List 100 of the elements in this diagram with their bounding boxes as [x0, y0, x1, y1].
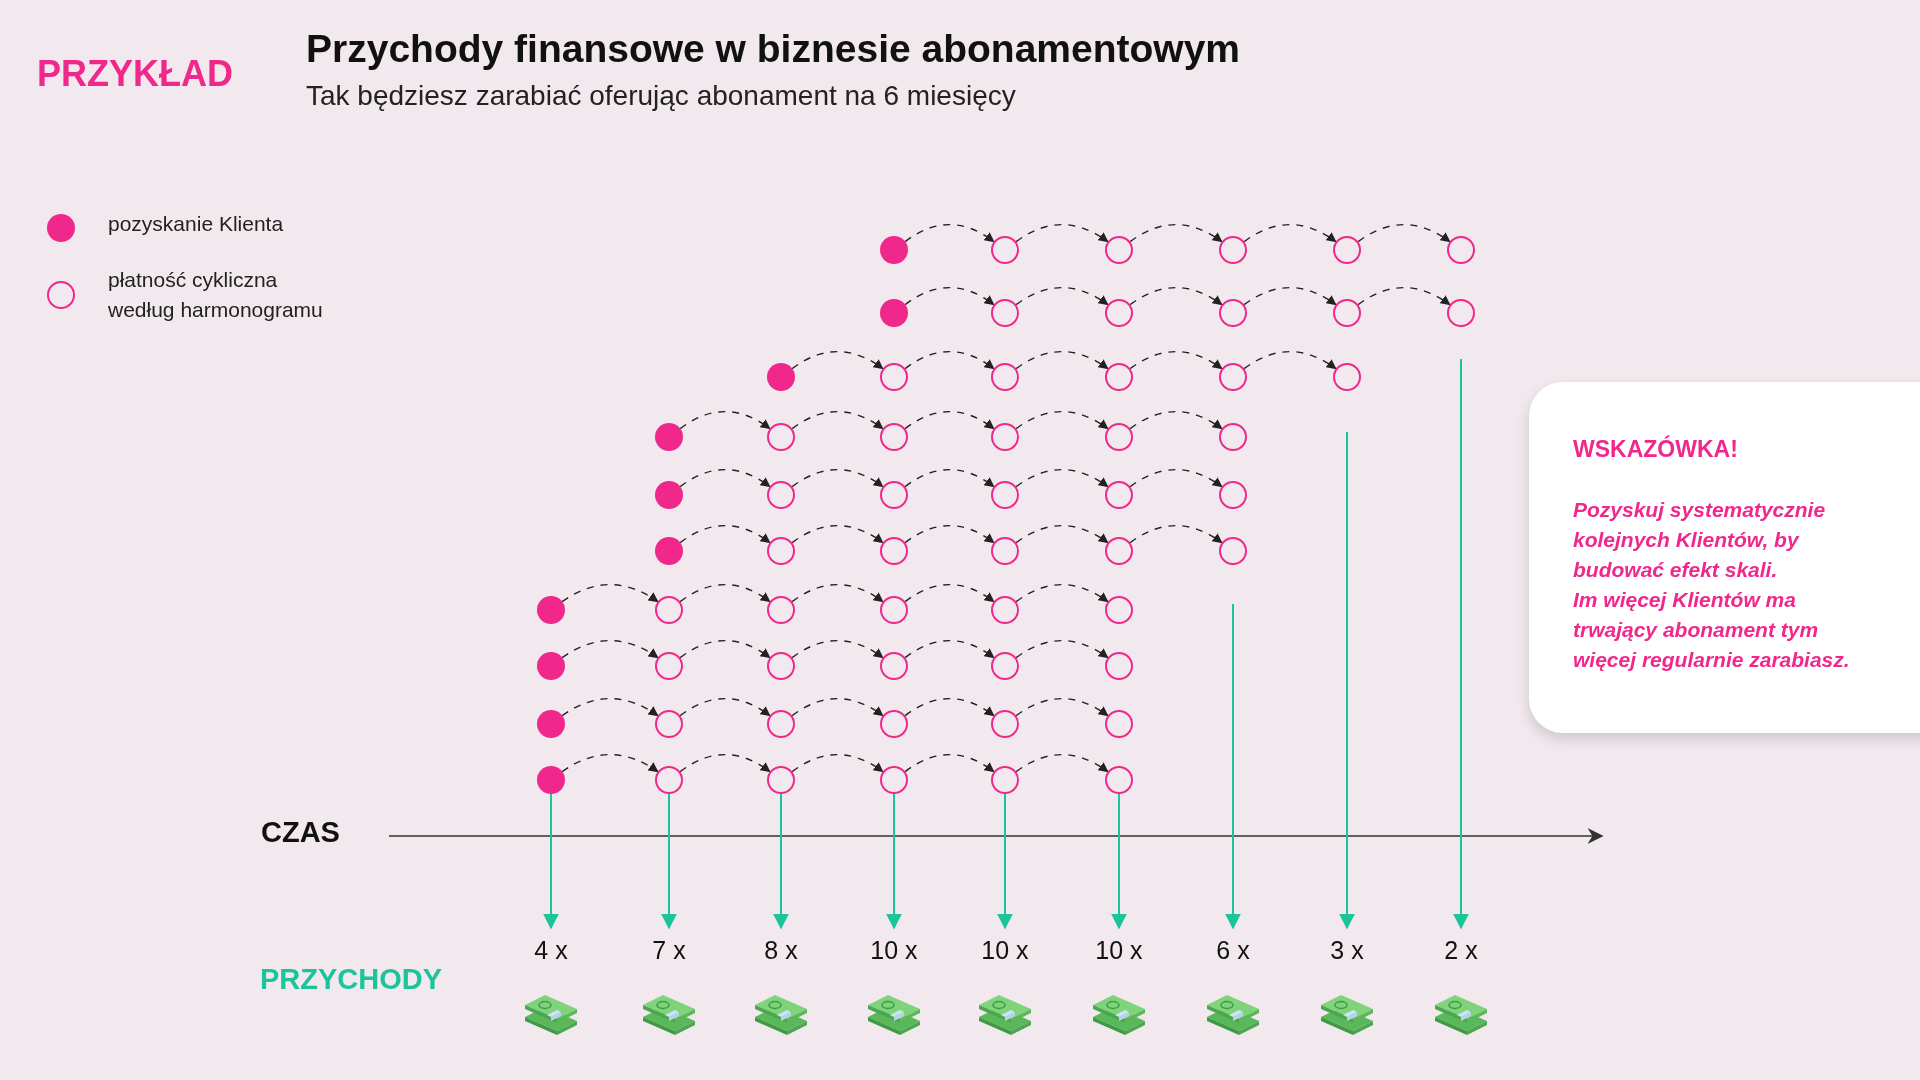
payment-count: 10 x	[965, 928, 1045, 968]
payment-circle	[1447, 236, 1475, 264]
arrow	[1453, 358, 1469, 930]
dashed-arrow	[904, 583, 995, 603]
dashed-arrow	[791, 639, 884, 659]
payment-circle	[991, 596, 1019, 624]
client-dot	[537, 710, 565, 738]
dashed-arrow	[1357, 223, 1451, 243]
payment-count: 4 x	[511, 928, 591, 968]
dashed-arrow	[904, 468, 995, 488]
payment-circle	[655, 710, 683, 738]
client-dot	[537, 766, 565, 794]
example-heading: PRZYKŁAD	[37, 53, 233, 95]
payment-count: 3 x	[1307, 928, 1387, 968]
payment-circle	[655, 652, 683, 680]
payment-circle	[1333, 236, 1361, 264]
arrow	[543, 793, 559, 930]
payment-circle	[991, 236, 1019, 264]
dashed-arrow	[904, 410, 995, 430]
dashed-arrow	[791, 468, 884, 488]
payment-circle	[991, 652, 1019, 680]
payment-circle	[1105, 596, 1133, 624]
payment-circle	[655, 766, 683, 794]
dashed-arrow	[904, 223, 995, 243]
payment-circle	[767, 596, 795, 624]
dashed-arrow	[679, 583, 771, 603]
payment-circle	[1105, 652, 1133, 680]
arrow	[886, 793, 902, 930]
dashed-arrow	[1015, 350, 1109, 370]
payment-circle	[880, 710, 908, 738]
tip-heading: WSKAZÓWKA!	[1573, 436, 1739, 463]
dashed-arrow	[1129, 524, 1223, 544]
payment-circle	[767, 652, 795, 680]
dashed-arrow	[904, 286, 995, 306]
payment-circle	[1219, 236, 1247, 264]
payment-circle	[1219, 363, 1247, 391]
dashed-arrow	[1129, 286, 1223, 306]
revenue-heading: PRZYCHODY	[260, 963, 443, 996]
client-dot	[767, 363, 795, 391]
payment-circle	[767, 423, 795, 451]
payment-circle	[991, 423, 1019, 451]
payment-circle	[880, 766, 908, 794]
dashed-arrow	[1015, 410, 1109, 430]
payment-count: 7 x	[629, 928, 709, 968]
axis-label: CZAS	[261, 816, 340, 849]
dashed-arrow	[679, 753, 771, 773]
payment-circle	[991, 537, 1019, 565]
legend-text: płatność cykliczna według harmonogramu	[108, 267, 324, 323]
dashed-arrow	[904, 753, 995, 773]
legend-text: pozyskanie Klienta	[108, 211, 285, 237]
dashed-arrow	[561, 753, 659, 773]
payment-circle	[1219, 423, 1247, 451]
payment-circle	[655, 596, 683, 624]
dashed-arrow	[904, 350, 995, 370]
payment-circle	[991, 299, 1019, 327]
client-dot	[537, 652, 565, 680]
client-dot	[655, 481, 683, 509]
arrow	[1111, 793, 1127, 930]
dashed-arrow	[1243, 286, 1337, 306]
payment-circle	[880, 481, 908, 509]
dashed-arrow	[1015, 286, 1109, 306]
payment-count: 10 x	[1079, 928, 1159, 968]
dashed-arrow	[679, 697, 771, 717]
payment-circle	[1105, 481, 1133, 509]
arrow	[773, 793, 789, 930]
dashed-arrow	[679, 639, 771, 659]
dashed-arrow	[1015, 468, 1109, 488]
payment-circle	[880, 537, 908, 565]
payment-count: 10 x	[854, 928, 934, 968]
tip-text: Pozyskuj systematycznie kolejnych Klientów, by budować efekt skali.	[1573, 497, 1827, 583]
dashed-arrow	[561, 697, 659, 717]
client-dot	[880, 299, 908, 327]
dashed-arrow	[791, 350, 884, 370]
dashed-arrow	[1243, 223, 1337, 243]
dashed-arrow	[1357, 286, 1451, 306]
arrow	[661, 793, 677, 930]
payment-circle	[1105, 710, 1133, 738]
arrow	[1225, 603, 1241, 930]
payment-circle	[1219, 537, 1247, 565]
payment-count: 6 x	[1193, 928, 1273, 968]
dashed-arrow	[1129, 410, 1223, 430]
tip-card	[1529, 382, 1920, 733]
arrow	[997, 793, 1013, 930]
tip-text: Im więcej Klientów ma trwający abonament tym więcej regularnie zarabiasz.	[1573, 587, 1851, 673]
dashed-arrow	[791, 753, 884, 773]
dashed-arrow	[679, 410, 771, 430]
dashed-arrow	[791, 583, 884, 603]
payment-circle	[1219, 299, 1247, 327]
dashed-arrow	[1015, 697, 1109, 717]
dashed-arrow	[904, 524, 995, 544]
payment-circle	[991, 766, 1019, 794]
dashed-arrow	[1129, 223, 1223, 243]
payment-circle	[767, 537, 795, 565]
payment-circle	[1105, 537, 1133, 565]
dashed-arrow	[1015, 524, 1109, 544]
payment-circle	[1447, 299, 1475, 327]
payment-circle	[991, 363, 1019, 391]
payment-circle	[1333, 299, 1361, 327]
dashed-arrow	[1015, 223, 1109, 243]
subtitle: Tak będziesz zarabiać oferując abonament na 6 miesięcy	[306, 80, 1016, 112]
